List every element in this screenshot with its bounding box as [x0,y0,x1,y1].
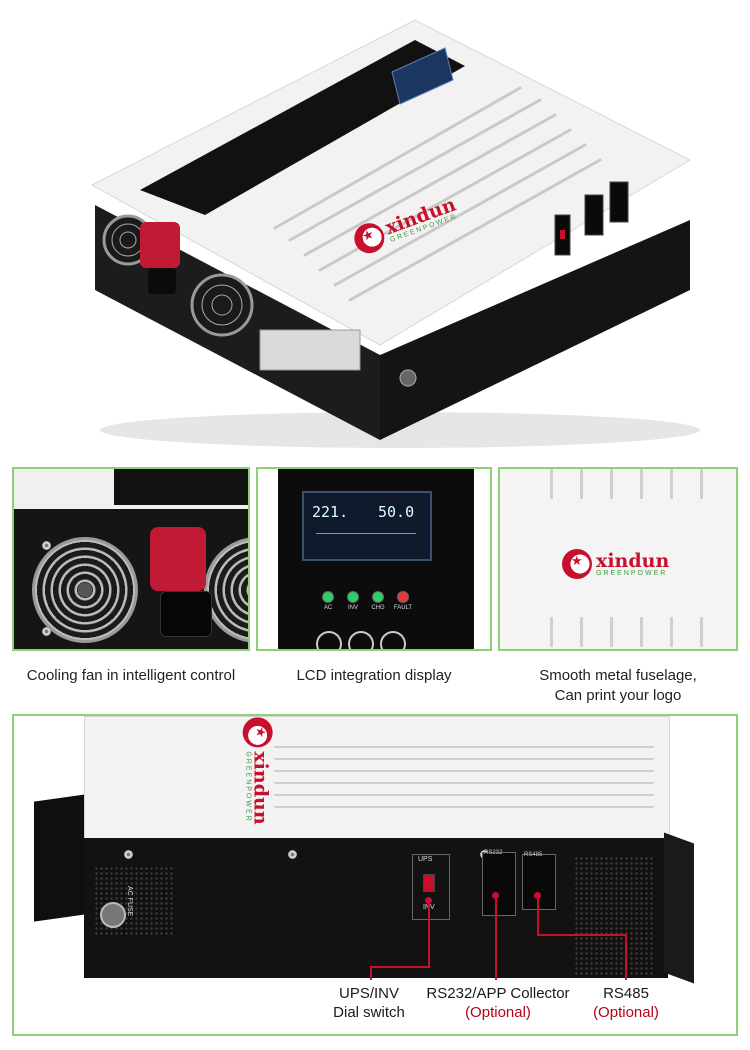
lcd-screen: 221. 50.0 [302,491,432,561]
control-button-icon[interactable] [380,631,406,649]
callout-line [537,934,627,936]
callout-ups-inv-line1: UPS/INV [338,985,399,1002]
callout-line [370,966,430,968]
cooling-fan-icon [32,537,138,643]
led-fault-icon [397,591,409,603]
mounting-bracket [664,832,694,984]
callout-line [370,966,372,980]
screw-icon [288,850,297,859]
rs232-label: RS232 [484,850,503,856]
switch-plate [412,854,450,920]
caption-lcd: LCD integration display [296,667,452,684]
callout-dot [534,892,541,899]
led-inv-icon [347,591,359,603]
brand-mark-icon [562,549,592,579]
control-button-icon[interactable] [348,631,374,649]
callout-rs485-optional: (Optional) [593,1004,659,1021]
lcd-output-value: 50.0 [378,503,415,521]
control-button-icon[interactable] [316,631,342,649]
callout-rs485: RS485 (Optional) [574,984,678,1022]
rs485-port[interactable] [522,854,556,910]
callout-line [428,901,430,966]
led-label-fault: FAULT [393,605,413,611]
callout-dot [425,897,432,904]
inverter-isometric-illustration [90,19,700,448]
ac-fuse-knob-icon[interactable] [100,902,126,928]
brand-name: xindun [250,751,273,825]
callout-rs232: RS232/APP Collector (Optional) [410,984,586,1022]
led-label-chg: CHG [371,605,385,611]
battery-terminal-negative [160,591,212,637]
ports-brand-logo: xindun GREENPOWER [242,717,273,825]
led-chg-icon [372,591,384,603]
screw-icon [42,627,51,636]
caption-fuselage-line2: Can print your logo [554,687,682,704]
ups-inv-switch[interactable] [423,874,435,892]
switch-label-ups: UPS [418,856,433,863]
callout-dot [492,892,499,899]
brand-tagline: GREENPOWER [245,751,253,823]
callout-rs232-line1: RS232/APP Collector [426,985,570,1002]
brand-name: xindun [596,549,670,572]
led-ac-icon [322,591,334,603]
caption-fuselage: Smooth metal fuselage, Can print your lo… [492,666,744,706]
bottom-vent-slots [500,613,736,649]
feature-panel-logo: xindun GREENPOWER [498,467,738,651]
feature-brand-logo: xindun GREENPOWER [562,549,669,579]
callout-rs485-line1: RS485 [603,985,649,1002]
black-chassis [84,838,668,978]
callout-ups-inv-line2: Dial switch [333,1004,405,1021]
led-label-ac: AC [323,605,333,611]
battery-terminal-positive [150,527,206,591]
rs485-label: RS485 [524,852,543,858]
screw-icon [124,850,133,859]
ports-detail-panel: xindun GREENPOWER AC FUSE UPS INV RS232 … [12,714,738,1036]
callout-line [495,896,497,980]
brand-mark-icon [242,717,273,748]
callout-line [625,934,627,980]
caption-cooling-fan: Cooling fan in intelligent control [26,667,236,684]
hero-product-image: xindun GREENPOWER [0,0,750,460]
top-vent-slots [500,469,736,509]
caption-fuselage-line1: Smooth metal fuselage, [539,667,697,684]
callout-rs232-optional: (Optional) [465,1004,531,1021]
lcd-flow-icons [316,533,416,550]
callout-line [537,896,539,934]
rs232-port[interactable] [482,852,516,916]
top-vent-slots [274,746,654,826]
screw-icon [42,541,51,550]
display-band [114,469,248,505]
ac-fuse-label: AC FUSE [126,886,133,917]
callout-ups-inv: UPS/INV Dial switch [304,984,434,1022]
feature-panel-cooling-fan [12,467,250,651]
brand-tagline: GREENPOWER [596,569,668,577]
feature-panel-lcd: 221. 50.0 AC INV CHG FAULT [256,467,492,651]
lcd-input-value: 221. [312,503,349,521]
led-label-inv: INV [347,605,358,611]
vent-grille [574,856,654,976]
